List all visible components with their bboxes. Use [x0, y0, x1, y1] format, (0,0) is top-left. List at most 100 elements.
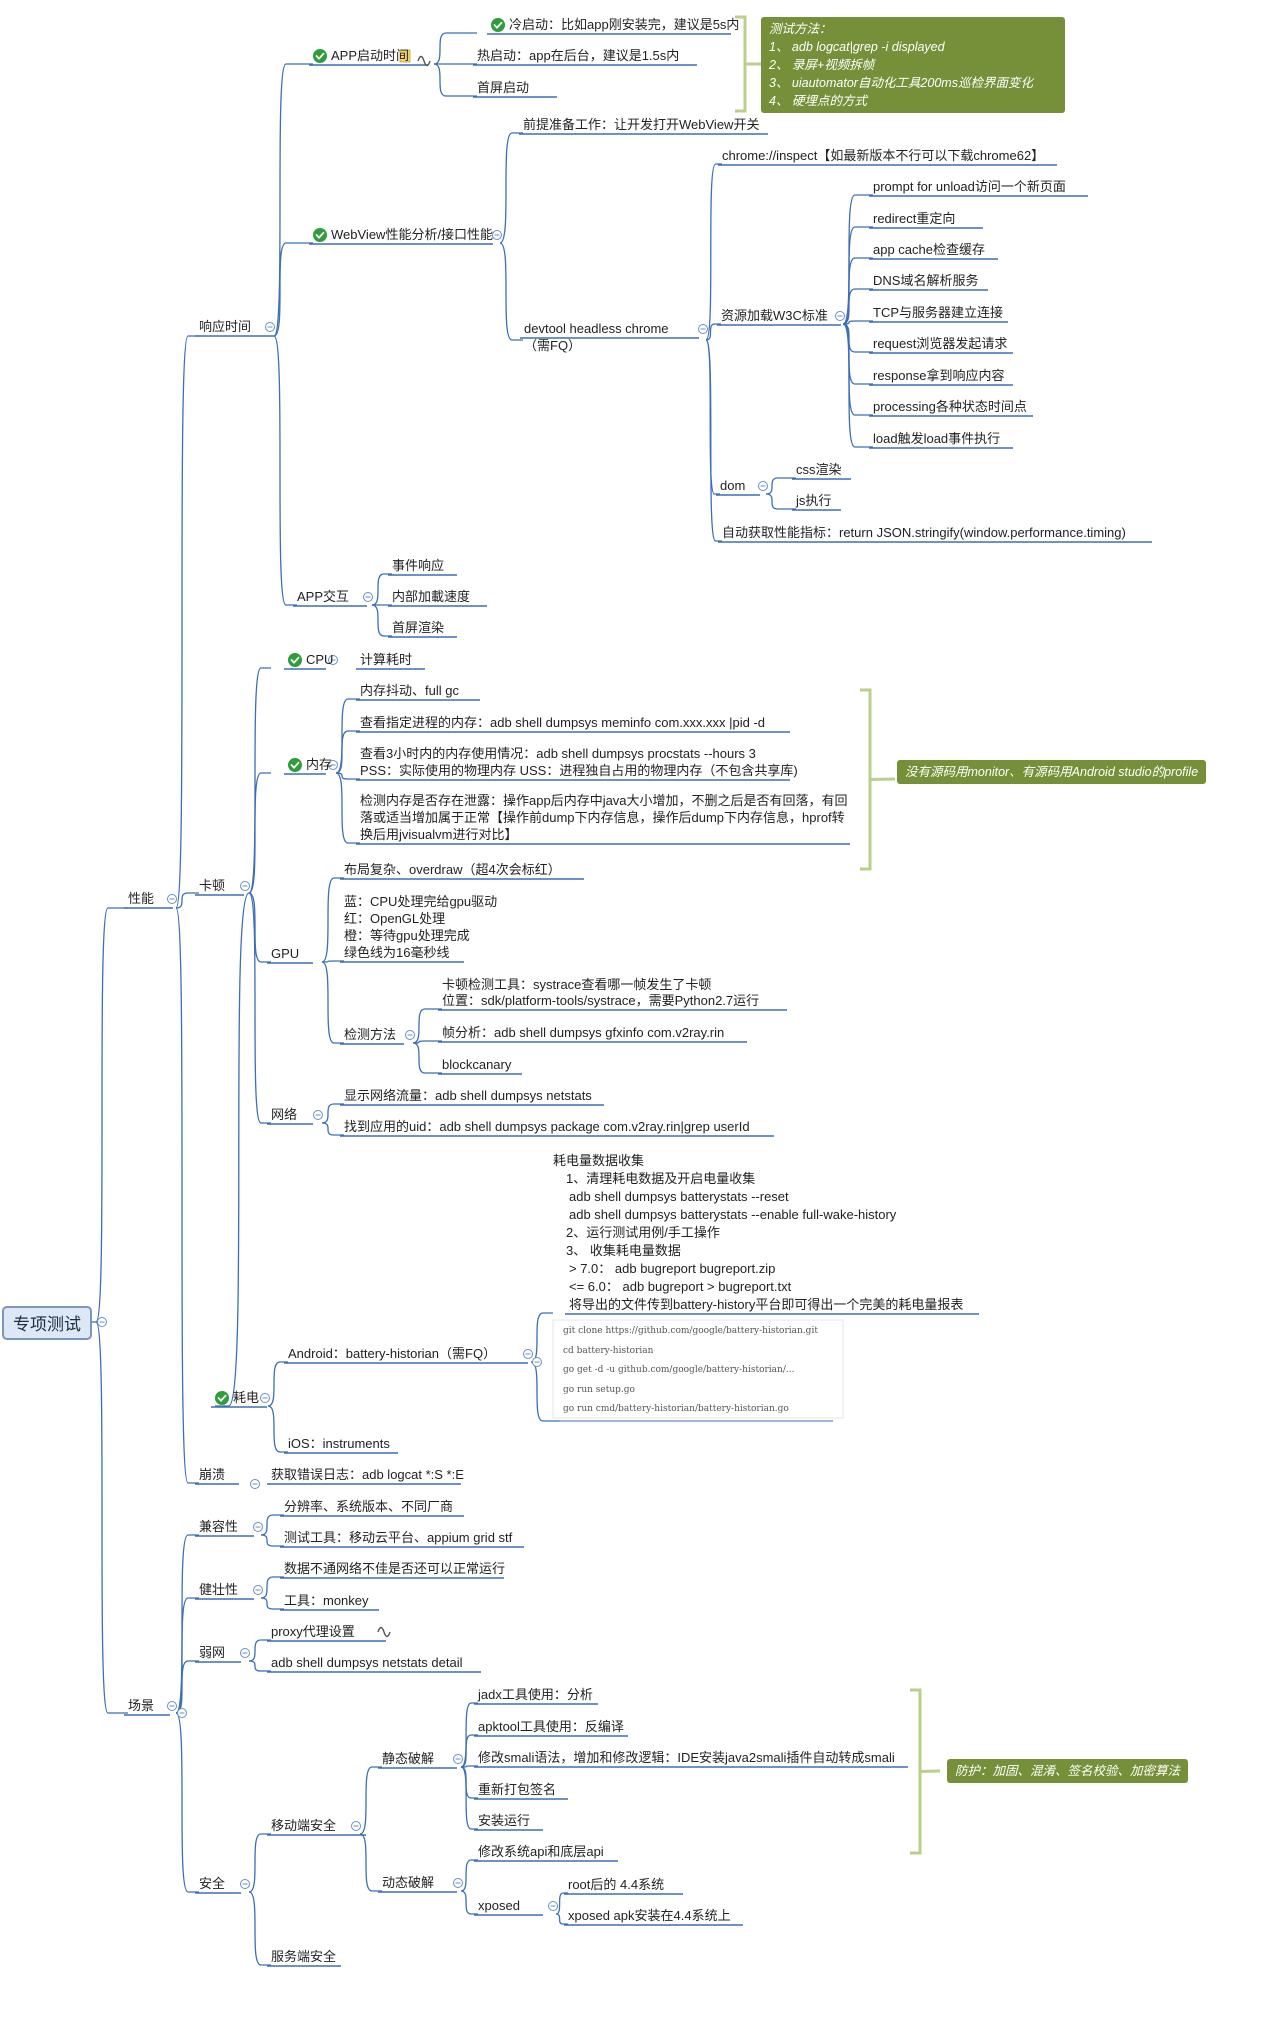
node-b9[interactable]: 将导出的文件传到battery-history平台即可得出一个完美的耗电量报表 [569, 1297, 964, 1312]
node-lag[interactable]: 卡顿 [199, 878, 226, 893]
node-prep[interactable]: 前提准备工作：让开发打开WebView开关 [523, 117, 760, 132]
node-static[interactable]: 静态破解 [382, 1751, 435, 1766]
node-m4a[interactable]: 检测内存是否存在泄露：操作app后内存中java大小增加，不删之后是否有回落，有… [360, 793, 848, 808]
collapse-icon[interactable] [351, 1821, 361, 1831]
root-node[interactable]: 专项测试 [2, 1306, 92, 1340]
collapse-icon[interactable] [260, 1393, 270, 1403]
node-detect[interactable]: 检测方法 [344, 1027, 397, 1042]
node-compat[interactable]: 兼容性 [199, 1519, 239, 1534]
node-resp[interactable]: 响应时间 [199, 319, 252, 334]
collapse-icon[interactable] [453, 1878, 463, 1888]
collapse-icon[interactable] [405, 1030, 415, 1040]
node-b3[interactable]: adb shell dumpsys batterystats --reset [569, 1189, 789, 1204]
node-devtool1[interactable]: devtool headless chrome [524, 321, 669, 336]
node-w1[interactable]: proxy代理设置 [271, 1624, 355, 1639]
node-net[interactable]: 网络 [271, 1107, 298, 1122]
node-b7[interactable]: > 7.0： adb bugreport bugreport.zip [569, 1261, 776, 1276]
node-power[interactable]: 耗电 [233, 1390, 260, 1405]
node-d1a[interactable]: 卡顿检测工具：systrace查看哪一帧发生了卡顿 [442, 977, 712, 992]
node-b8[interactable]: <= 6.0： adb bugreport > bugreport.txt [569, 1279, 792, 1294]
note-icon[interactable] [399, 49, 411, 63]
node-app-start[interactable]: APP启动时间 [331, 48, 410, 63]
collapse-icon[interactable] [758, 481, 768, 491]
node-g2b[interactable]: 红：OpenGL处理 [344, 911, 446, 926]
collapse-icon[interactable] [328, 655, 338, 665]
collapse-icon[interactable] [835, 311, 845, 321]
node-android[interactable]: Android：battery-historian（需FQ） [288, 1346, 497, 1361]
node-cpu[interactable]: CPU [306, 652, 334, 667]
link-icon[interactable] [377, 1626, 391, 1638]
node-firstrender[interactable]: 首屏渲染 [392, 620, 445, 635]
collapse-icon[interactable] [253, 1522, 263, 1532]
node-x1[interactable]: root后的 4.4系统 [568, 1877, 665, 1892]
node-res[interactable]: 资源加载W3C标准 [721, 308, 828, 323]
node-mem[interactable]: 内存 [306, 757, 333, 772]
collapse-icon[interactable] [240, 1648, 250, 1658]
node-git3[interactable]: go get -d -u github.com/google/battery-h… [563, 1365, 795, 1375]
node-r1[interactable]: prompt for unload访问一个新页面 [873, 179, 1066, 194]
collapse-icon[interactable] [167, 1701, 177, 1711]
node-c1[interactable]: 分辨率、系统版本、不同厂商 [284, 1499, 454, 1514]
node-x2[interactable]: xposed apk安装在4.4系统上 [568, 1908, 731, 1923]
node-c2[interactable]: 测试工具：移动云平台、appium grid stf [284, 1530, 513, 1545]
node-m1[interactable]: 内存抖动、full gc [360, 683, 459, 698]
collapse-icon[interactable] [532, 1357, 542, 1367]
collapse-icon[interactable] [265, 322, 275, 332]
node-d2[interactable]: 帧分析：adb shell dumpsys gfxinfo com.v2ray.… [442, 1025, 725, 1040]
node-inspect[interactable]: chrome://inspect【如最新版本不行可以下载chrome62】 [722, 148, 1045, 163]
node-dy1[interactable]: 修改系统api和底层api [478, 1844, 604, 1859]
node-n1[interactable]: 显示网络流量：adb shell dumpsys netstats [344, 1088, 592, 1103]
collapse-icon[interactable] [313, 1110, 323, 1120]
collapse-icon[interactable] [253, 1585, 263, 1595]
node-server[interactable]: 服务端安全 [271, 1949, 337, 1964]
node-b4[interactable]: adb shell dumpsys batterystats --enable … [569, 1207, 897, 1222]
collapse-icon[interactable] [250, 1479, 260, 1489]
node-git2[interactable]: cd battery-historian [563, 1346, 654, 1356]
node-m3b[interactable]: PSS：实际使用的物理内存 USS：进程独自占用的物理内存（不包含共享库) [360, 763, 798, 778]
node-hot[interactable]: 热启动：app在后台，建议是1.5s内 [477, 48, 680, 63]
node-dyn[interactable]: 动态破解 [382, 1875, 435, 1890]
node-b5[interactable]: 2、运行测试用例/手工操作 [566, 1225, 720, 1240]
collapse-icon[interactable] [492, 230, 502, 240]
node-g2a[interactable]: 蓝：CPU处理完给gpu驱动 [344, 894, 498, 909]
node-git4[interactable]: go run setup.go [563, 1385, 635, 1395]
collapse-icon[interactable] [698, 324, 708, 334]
node-r3[interactable]: app cache检查缓存 [873, 242, 985, 257]
node-b1[interactable]: 耗电量数据收集 [553, 1153, 645, 1168]
node-ios[interactable]: iOS：instruments [288, 1436, 390, 1451]
collapse-icon[interactable] [548, 1901, 558, 1911]
collapse-icon[interactable] [240, 881, 250, 891]
collapse-icon[interactable] [177, 1708, 187, 1718]
node-g2c[interactable]: 橙：等待gpu处理完成 [344, 928, 470, 943]
node-crashlog[interactable]: 获取错误日志：adb logcat *:S *:E [271, 1467, 464, 1482]
node-rb1[interactable]: 数据不通网络不佳是否还可以正常运行 [284, 1561, 506, 1576]
node-n2[interactable]: 找到应用的uid：adb shell dumpsys package com.v… [344, 1119, 750, 1134]
node-git5[interactable]: go run cmd/battery-historian/battery-his… [563, 1404, 789, 1414]
node-w2[interactable]: adb shell dumpsys netstats detail [271, 1655, 463, 1670]
collapse-icon[interactable] [167, 894, 177, 904]
node-gpu[interactable]: GPU [271, 946, 300, 961]
node-r9[interactable]: load触发load事件执行 [873, 431, 1001, 446]
node-inner[interactable]: 内部加載速度 [392, 589, 471, 604]
node-g2d[interactable]: 绿色线为16毫秒线 [344, 945, 450, 960]
node-webview[interactable]: WebView性能分析/接口性能 [331, 227, 494, 242]
node-s4[interactable]: 重新打包签名 [478, 1782, 557, 1797]
node-r5[interactable]: TCP与服务器建立连接 [873, 305, 1004, 320]
node-m4c[interactable]: 换后用jvisualvm进行对比】 [360, 827, 518, 842]
node-first[interactable]: 首屏启动 [477, 80, 530, 95]
node-m2[interactable]: 查看指定进程的内存：adb shell dumpsys meminfo com.… [360, 715, 766, 730]
link-icon[interactable] [417, 55, 431, 67]
node-crash[interactable]: 崩溃 [199, 1467, 226, 1482]
node-weak[interactable]: 弱网 [199, 1645, 226, 1660]
collapse-icon[interactable] [523, 1349, 533, 1359]
node-r7[interactable]: response拿到响应内容 [873, 368, 1005, 383]
node-d3[interactable]: blockcanary [442, 1057, 512, 1072]
collapse-icon[interactable] [453, 1754, 463, 1764]
node-ev[interactable]: 事件响应 [392, 558, 445, 573]
node-mobsec[interactable]: 移动端安全 [271, 1818, 337, 1833]
node-sec[interactable]: 安全 [199, 1876, 226, 1891]
node-r2[interactable]: redirect重定向 [873, 211, 956, 226]
collapse-icon[interactable] [240, 1879, 250, 1889]
node-perf[interactable]: 性能 [128, 891, 155, 906]
node-calc[interactable]: 计算耗时 [360, 652, 413, 667]
